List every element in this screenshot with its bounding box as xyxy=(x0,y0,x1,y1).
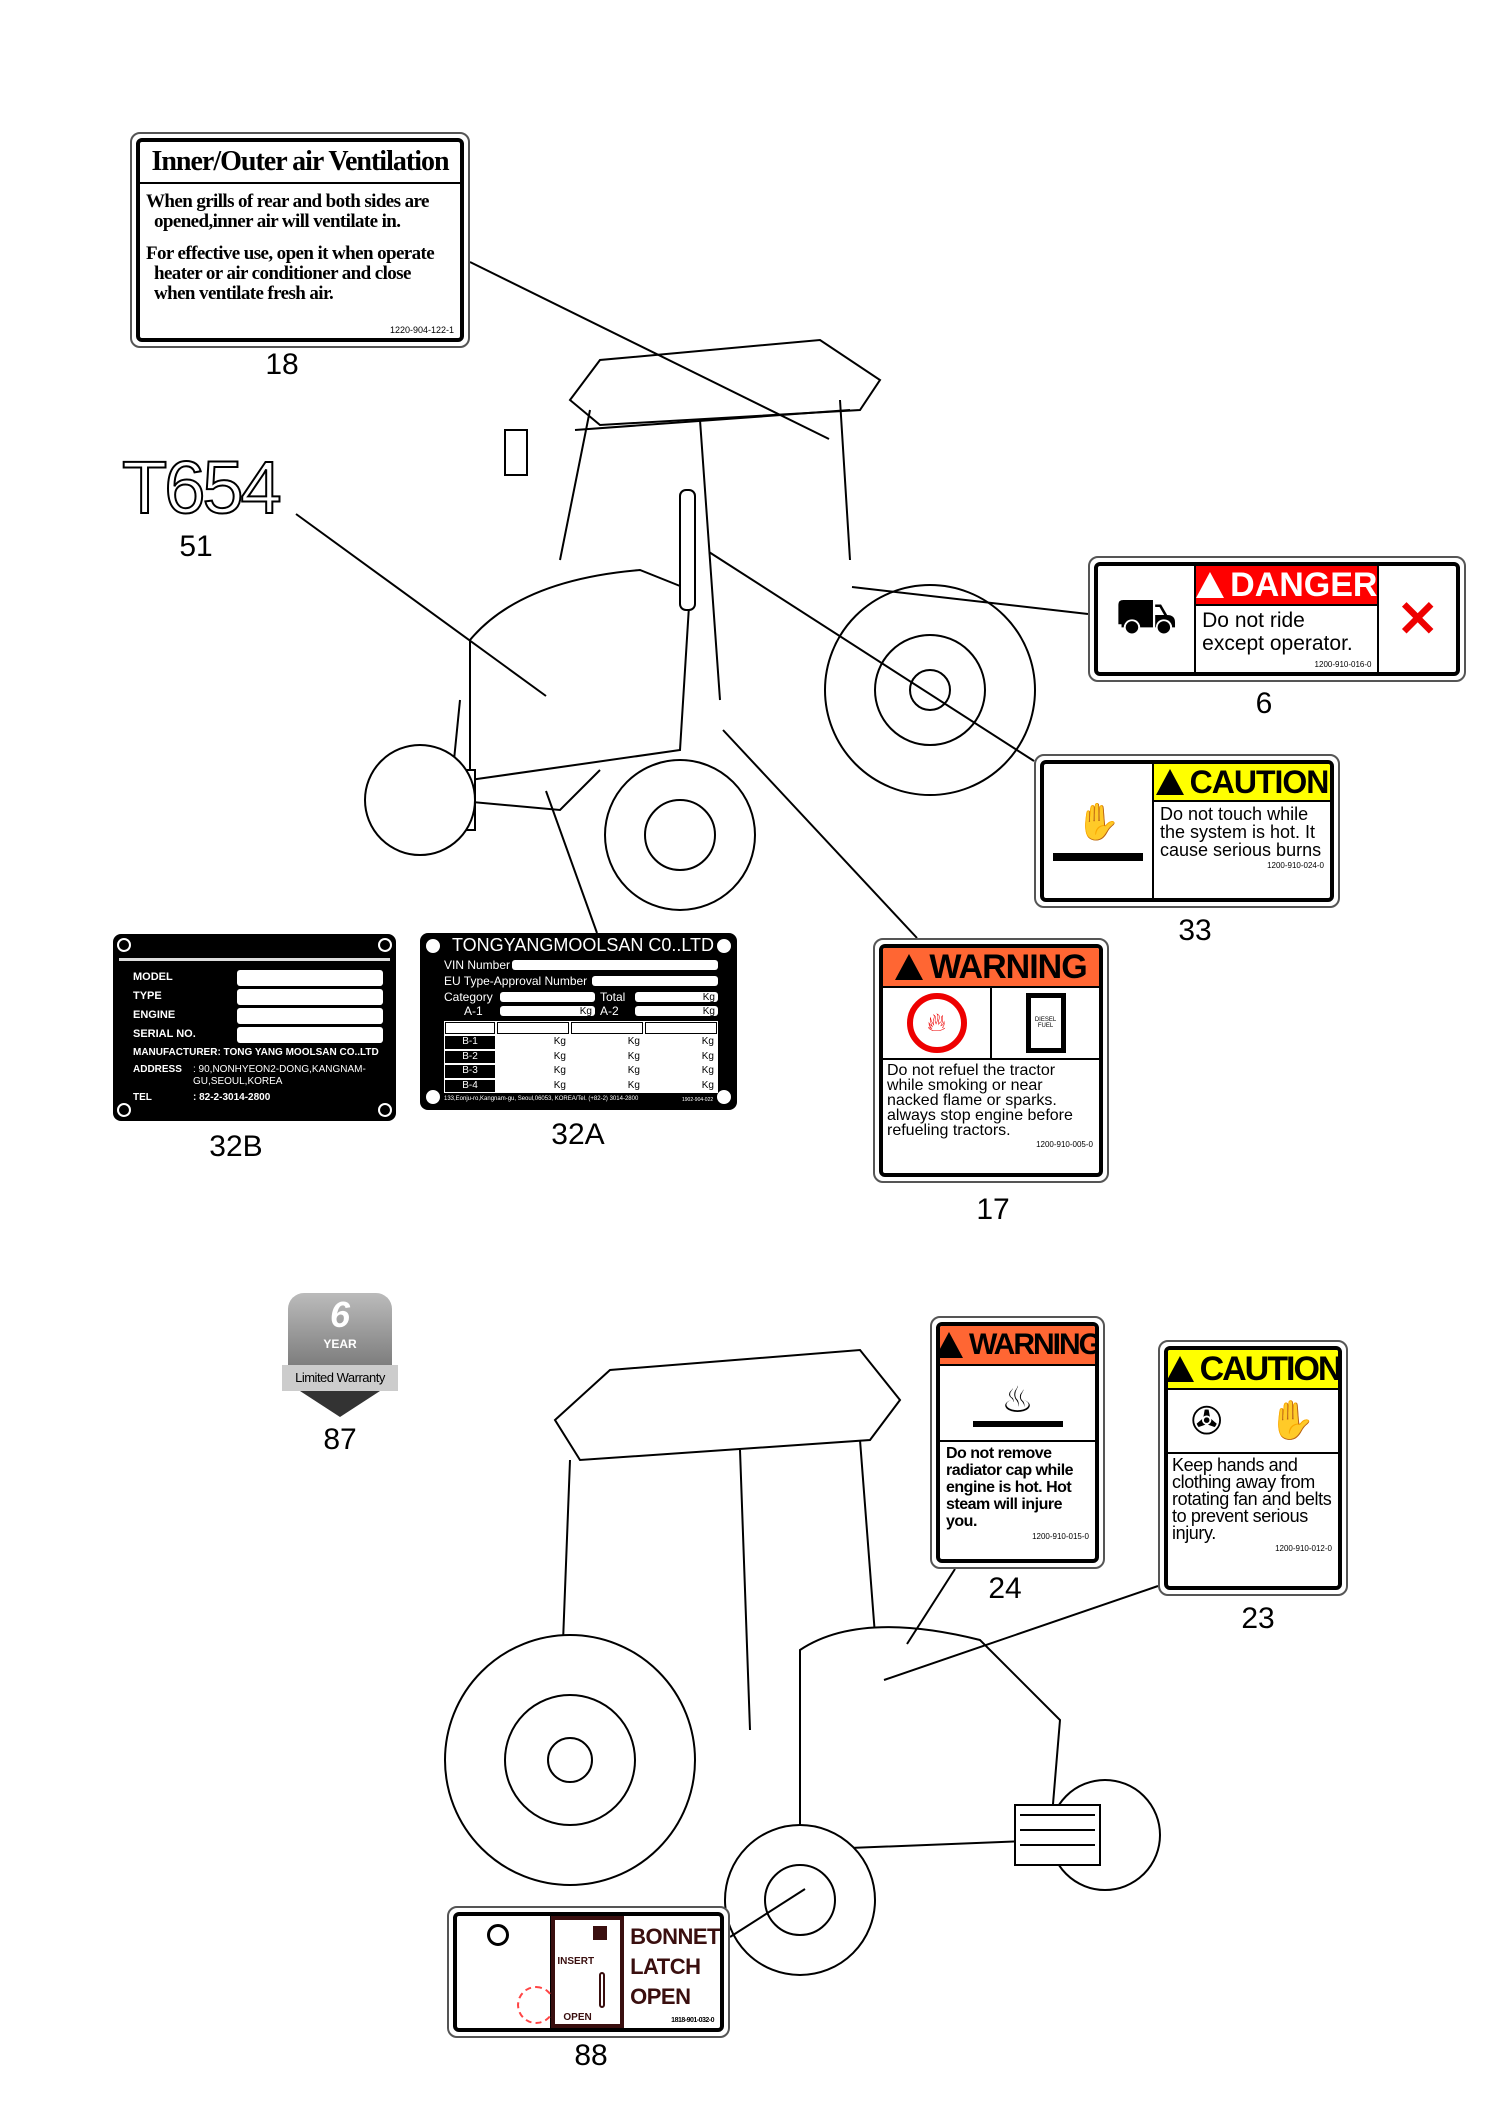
decal-text: OPEN xyxy=(630,1984,691,2009)
warning-triangle-icon xyxy=(1196,572,1225,598)
plate-field-label: SERIAL NO. xyxy=(133,1028,196,1040)
fan-belt-icon: ✇✋ xyxy=(1168,1390,1338,1454)
part-code: 1220-904-122-1 xyxy=(389,325,454,335)
part-code: 1200-910-024-0 xyxy=(1267,861,1324,870)
decal-bullet: When grills of rear and both sides are o… xyxy=(146,191,429,232)
warning-triangle-icon xyxy=(940,1332,963,1358)
vin-label: VIN Number xyxy=(444,958,511,972)
address: : 90,NONHYEON2-DONG,KANGNAM-GU,SEOUL,KOR… xyxy=(193,1064,366,1087)
callout-number: 33 xyxy=(1178,914,1212,947)
bonnet-latch-decal: INSERT OPEN BONNET LATCH OPEN 1818-901-0… xyxy=(447,1906,730,2038)
part-code: 1200-910-005-0 xyxy=(1036,1140,1093,1149)
plate-title: TONGYANGMOOLSAN C0..LTD xyxy=(452,935,715,955)
decal-text: Do not ride xyxy=(1202,609,1305,632)
open-label: OPEN xyxy=(563,2012,592,2023)
callout-number: 51 xyxy=(179,530,213,563)
warning-radiator-decal: WARNING ♨ Do not remove radiator cap whi… xyxy=(930,1316,1105,1569)
callout-number: 6 xyxy=(1255,687,1273,720)
a1-label: A-1 xyxy=(464,1004,483,1018)
latch-instruction: INSERT OPEN xyxy=(551,1916,625,2028)
eu-label: EU Type-Approval Number xyxy=(444,974,588,988)
tel: : 82-2-3014-2800 xyxy=(193,1092,271,1103)
warranty-text: Limited Warranty xyxy=(282,1365,398,1391)
no-passenger-icon: ✕ xyxy=(1396,591,1439,647)
warning-triangle-icon xyxy=(895,954,924,980)
callout-number: 23 xyxy=(1241,1602,1275,1635)
plate-footer: 133,Eonju-ro,Kangnam-gu, Seoul,06053, KO… xyxy=(444,1096,639,1102)
model-decal: T654 xyxy=(121,445,283,530)
warning-refuel-decal: WARNING 🔥︎ DIESEL FUEL Do not refuel the… xyxy=(873,938,1109,1183)
callout-number: 32B xyxy=(209,1130,263,1163)
plate-field-label: ENGINE xyxy=(133,1009,176,1021)
radiator-steam-icon: ♨ xyxy=(940,1366,1095,1442)
decal-text: Keep hands and clothing away from rotati… xyxy=(1172,1455,1332,1543)
address-label: ADDRESS xyxy=(133,1064,182,1075)
warning-triangle-icon xyxy=(1155,769,1184,795)
decal-text: Do not refuel the tractor while smoking … xyxy=(887,1062,1073,1139)
decal-text: Do not remove radiator cap while engine … xyxy=(946,1445,1074,1530)
callout-number: 17 xyxy=(976,1193,1010,1226)
no-flame-icon: 🔥︎ xyxy=(883,988,992,1058)
tractor-front-view xyxy=(364,338,1036,911)
decal-header: DANGER xyxy=(1230,565,1378,604)
total-label: Total xyxy=(600,990,626,1004)
caution-fan-decal: CAUTION ✇✋ Keep hands and clothing away … xyxy=(1158,1340,1348,1596)
decal-title: Inner/Outer air Ventilation xyxy=(140,142,460,184)
warranty-years: 6 xyxy=(329,1294,351,1335)
insert-label: INSERT xyxy=(557,1956,595,1967)
danger-decal: ⛟ DANGER Do not ride except operator. 12… xyxy=(1088,556,1466,682)
decal-text: LATCH xyxy=(630,1954,701,1979)
tractor-rear-view xyxy=(444,1348,1161,1976)
plate-field-label: TYPE xyxy=(133,990,162,1002)
decal-text: BONNET xyxy=(630,1924,720,1949)
warning-triangle-icon xyxy=(1168,1356,1194,1382)
hot-surface-icon: ✋ xyxy=(1044,764,1154,898)
a2-label: A-2 xyxy=(600,1004,619,1018)
ventilation-decal: Inner/Outer air Ventilation When grills … xyxy=(130,132,470,348)
callout-number: 32A xyxy=(551,1118,605,1151)
part-code: 1200-910-016-0 xyxy=(1314,660,1372,669)
latch-location-illustration xyxy=(457,1916,555,2028)
callout-number: 87 xyxy=(323,1423,357,1456)
decal-header: CAUTION xyxy=(1199,1349,1341,1388)
tel-label: TEL xyxy=(133,1092,152,1103)
decal-text: except operator. xyxy=(1202,632,1353,655)
warranty-year-label: YEAR xyxy=(323,1337,357,1351)
part-code: 1200-910-015-0 xyxy=(1032,1532,1089,1541)
serial-plate-32b: MODEL TYPE ENGINE SERIAL NO. MANUFACTURE… xyxy=(113,934,396,1121)
decal-header: WARNING xyxy=(929,947,1087,986)
callout-number: 24 xyxy=(988,1572,1022,1605)
plate-field-label: MODEL xyxy=(133,971,173,983)
decal-header: WARNING xyxy=(969,1328,1099,1361)
warranty-badge: 6 YEAR Limited Warranty xyxy=(282,1293,398,1418)
decal-header: CAUTION xyxy=(1189,763,1330,800)
category-label: Category xyxy=(444,990,493,1004)
tractor-rollover-icon: ⛟ xyxy=(1098,566,1197,672)
leader-lines xyxy=(295,261,1159,1938)
decal-text: Do not touch while the system is hot. It… xyxy=(1160,804,1322,860)
vin-plate-32a: TONGYANGMOOLSAN C0..LTD VIN Number EU Ty… xyxy=(420,933,737,1110)
fuel-pump-icon: DIESEL FUEL xyxy=(992,988,1099,1058)
callout-number: 18 xyxy=(265,348,299,381)
decal-bullet: For effective use, open it when operate … xyxy=(146,243,435,304)
manufacturer: MANUFACTURER: TONG YANG MOOLSAN CO..LTD xyxy=(133,1047,379,1058)
part-code: 1818-901-032-0 xyxy=(671,2017,714,2024)
callout-number: 88 xyxy=(574,2039,608,2072)
part-code: 1902-904-022 xyxy=(682,1097,714,1103)
part-code: 1200-910-012-0 xyxy=(1275,1544,1332,1553)
caution-hot-decal: ✋ CAUTION Do not touch while the system … xyxy=(1034,754,1340,908)
